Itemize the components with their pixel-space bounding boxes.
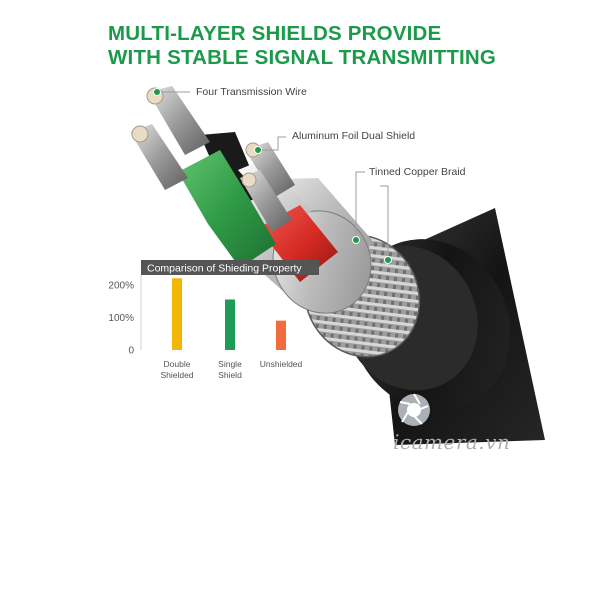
shielding-comparison-chart: Comparison of Shieding Property 200% 100% 0…	[108, 258, 323, 388]
callout-transmission-wires: Four Transmission Wire	[196, 86, 307, 98]
chart-title: Comparison of Shieding Property	[147, 263, 302, 275]
bar-double-shielded	[172, 278, 182, 350]
callout-copper-braid: Tinned Copper Braid	[369, 166, 466, 178]
y-tick-label: 200%	[108, 280, 134, 291]
headline: MULTI-LAYER SHIELDS PROVIDE WITH STABLE …	[108, 22, 496, 70]
camera-aperture-icon	[398, 393, 430, 426]
headline-line-2: WITH STABLE SIGNAL TRANSMITTING	[108, 46, 497, 69]
chart-title-background	[141, 260, 319, 275]
y-tick-label: 0	[128, 346, 134, 357]
x-tick-label: Shield	[218, 370, 242, 380]
x-tick-label: Single	[218, 359, 242, 369]
callout-leaders	[153, 88, 392, 264]
x-tick-label: Double	[164, 359, 191, 369]
bar-unshielded	[276, 320, 286, 350]
headline-line-1: MULTI-LAYER SHIELDS PROVIDE	[108, 22, 442, 45]
watermark-text: icamera.vn	[393, 430, 511, 454]
chart-svg: Comparison of Shieding Property 200% 100% 0…	[108, 260, 319, 380]
transmission-wires	[130, 86, 338, 282]
y-tick-label: 100%	[108, 313, 134, 324]
bar-single-shield	[225, 299, 235, 350]
x-tick-label: Unshielded	[260, 359, 303, 369]
callout-aluminum-foil: Aluminum Foil Dual Shield	[292, 130, 416, 142]
x-tick-label: Shielded	[160, 370, 193, 380]
